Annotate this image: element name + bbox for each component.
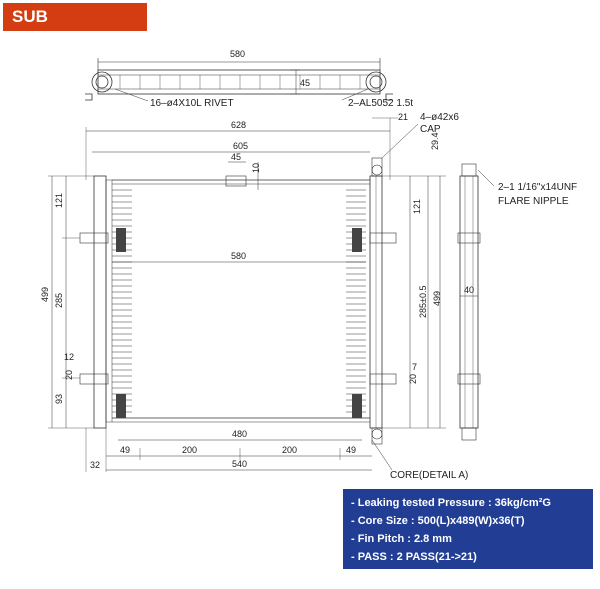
spec-core-size: - Core Size : 500(L)x489(W)x36(T) — [351, 515, 525, 527]
bottom-seg-right: 49 — [346, 445, 356, 455]
inner-width-dim: 580 — [231, 251, 246, 261]
left-offset-dim: 32 — [90, 460, 100, 470]
left-93-dim: 93 — [54, 394, 64, 404]
left-total-dim: 499 — [40, 287, 50, 302]
left-20-dim: 20 — [64, 370, 74, 380]
top-height-dim: 45 — [300, 78, 310, 88]
right-121-dim: 121 — [412, 199, 422, 214]
right-fin-block — [346, 189, 366, 413]
right-285-dim: 285±0.5 — [418, 286, 428, 318]
bottom-seg-mid2: 200 — [282, 445, 297, 455]
right-20-dim: 20 — [408, 374, 418, 384]
side-width-dim: 40 — [464, 285, 474, 295]
plate-note: 2–AL5052 1.5t — [348, 98, 413, 109]
right-294-dim: 29.4 — [430, 132, 440, 150]
spec-fin-pitch: - Fin Pitch : 2.8 mm — [351, 533, 452, 545]
top-view: 580 45 16–ø4X10L RIVET 2–AL5052 1.5t — [85, 49, 413, 109]
overall-width-dim: 628 — [231, 120, 246, 130]
left-285-dim: 285 — [54, 293, 64, 308]
top-fins — [119, 75, 361, 89]
spec-pressure: - Leaking tested Pressure : 36kg/cm²G — [351, 497, 551, 509]
spec-pass: - PASS : 2 PASS(21->21) — [351, 551, 477, 563]
side-view: 40 2–1 1/16"x14UNF FLARE NIPPLE — [457, 163, 577, 441]
rivet-note: 16–ø4X10L RIVET — [150, 98, 234, 109]
top-width-dim: 580 — [230, 49, 245, 59]
cap-note: 4–ø42x6 — [420, 112, 459, 123]
right-7-dim: 7 — [412, 362, 417, 372]
nipple-label: FLARE NIPPLE — [498, 196, 569, 207]
core-note: CORE(DETAIL A) — [390, 470, 468, 481]
offset-45-dim: 45 — [231, 152, 241, 162]
offset-10-dim: 10 — [251, 163, 261, 173]
left-121-dim: 121 — [54, 193, 64, 208]
left-12-dim: 12 — [64, 352, 74, 362]
section-badge: SUB — [3, 3, 147, 31]
bottom-inner-dim: 480 — [232, 429, 247, 439]
front-view: 628 605 45 10 — [40, 112, 468, 481]
right-21-dim: 21 — [398, 112, 408, 122]
bottom-seg-mid1: 200 — [182, 445, 197, 455]
bottom-outer-dim: 540 — [232, 459, 247, 469]
cap-label: CAP — [420, 124, 441, 135]
mid-width-dim: 605 — [233, 141, 248, 151]
bottom-seg-left: 49 — [120, 445, 130, 455]
nipple-note: 2–1 1/16"x14UNF — [498, 182, 577, 193]
left-fin-block — [112, 189, 132, 413]
right-499-dim: 499 — [432, 291, 442, 306]
spec-panel: - Leaking tested Pressure : 36kg/cm²G - … — [343, 489, 593, 569]
